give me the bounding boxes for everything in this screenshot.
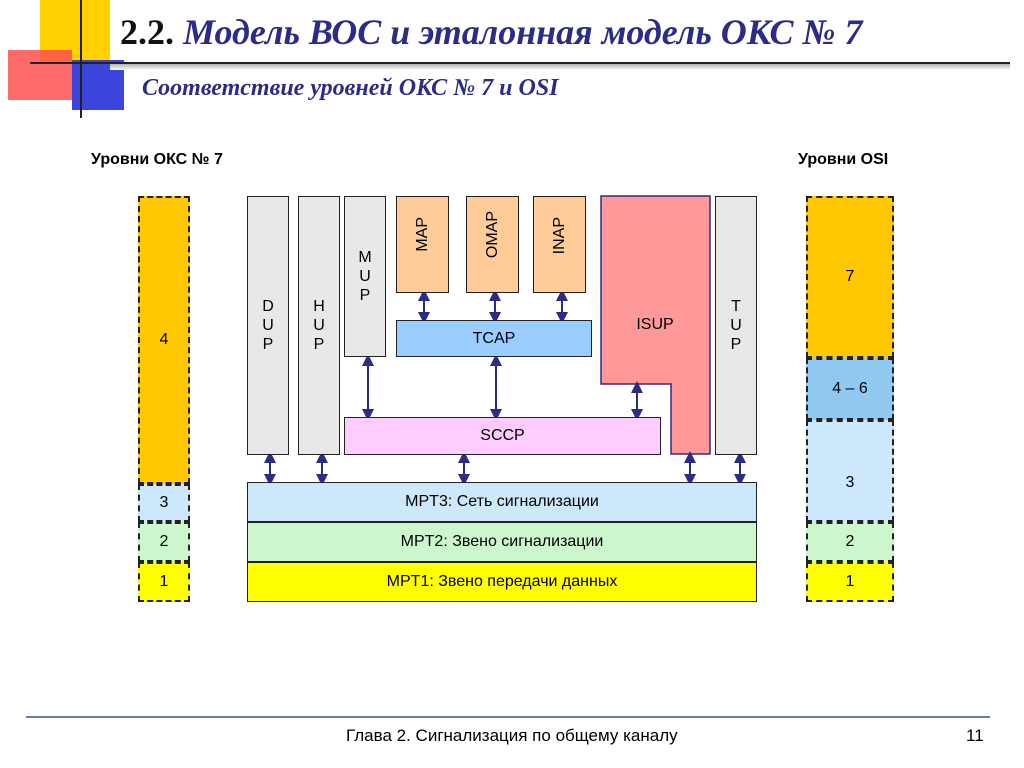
tup-block: T U P [715, 196, 757, 455]
oks-level-2: 2 [138, 522, 190, 562]
mtp1-block: MPT1: Звено передачи данных [247, 562, 757, 602]
tup-letter-3: P [730, 336, 742, 353]
title-decoration-red [8, 50, 72, 100]
isup-label: ISUP [636, 316, 674, 333]
map-label: MAP [413, 217, 431, 252]
map-block: MAP [396, 196, 449, 293]
left-column-header: Уровни ОКС № 7 [91, 151, 223, 168]
dup-letter-2: U [262, 317, 274, 334]
osi-level-1: 1 [806, 562, 894, 602]
title-decoration-shadow [110, 62, 1010, 70]
mtp3-block: MPT3: Сеть сигнализации [247, 482, 757, 522]
dup-letter-1: D [262, 298, 274, 315]
oks-level-4: 4 [138, 196, 190, 484]
osi-level-3: 3 [806, 420, 894, 522]
tup-letter-1: T [731, 298, 741, 315]
title-number: 2.2. [120, 12, 174, 52]
dup-block: D U P [247, 196, 289, 455]
hup-block: H U P [298, 196, 340, 455]
inap-label: INAP [550, 217, 568, 255]
hup-letter-2: U [313, 317, 325, 334]
tup-letter-2: U [730, 317, 742, 334]
mtp2-block: MPT2: Звено сигнализации [247, 522, 757, 562]
mup-letter-1: M [358, 249, 372, 266]
footer-chapter: Глава 2. Сигнализация по общему каналу [346, 726, 678, 745]
dup-letter-3: P [262, 336, 274, 353]
osi-level-7: 7 [806, 196, 894, 358]
omap-label: OMAP [483, 211, 501, 259]
slide-title: 2.2. Модель ВОС и эталонная модель ОКС №… [120, 4, 1010, 60]
slide-subtitle: Соответствие уровней ОКС № 7 и OSI [142, 75, 559, 101]
title-decoration-vline [80, 0, 82, 118]
page-number: 11 [966, 726, 984, 745]
mup-block: M U P [344, 196, 386, 357]
right-column-header: Уровни OSI [798, 151, 889, 168]
hup-letter-1: H [313, 298, 325, 315]
omap-block: OMAP [466, 196, 519, 293]
isup-block-shape [600, 195, 711, 455]
title-text: Модель ВОС и эталонная модель ОКС № 7 [183, 12, 863, 52]
mup-letter-3: P [359, 287, 371, 304]
tcap-block: TCAP [396, 320, 592, 357]
osi-level-4-6: 4 – 6 [806, 358, 894, 420]
sccp-block: SCCP [344, 417, 661, 455]
inap-block: INAP [533, 196, 586, 293]
hup-letter-3: P [313, 336, 325, 353]
oks-level-3: 3 [138, 484, 190, 522]
title-decoration-hline [30, 62, 1010, 64]
footer-divider [26, 716, 990, 718]
mup-letter-2: U [359, 268, 371, 285]
oks-level-1: 1 [138, 562, 190, 602]
osi-level-2: 2 [806, 522, 894, 562]
